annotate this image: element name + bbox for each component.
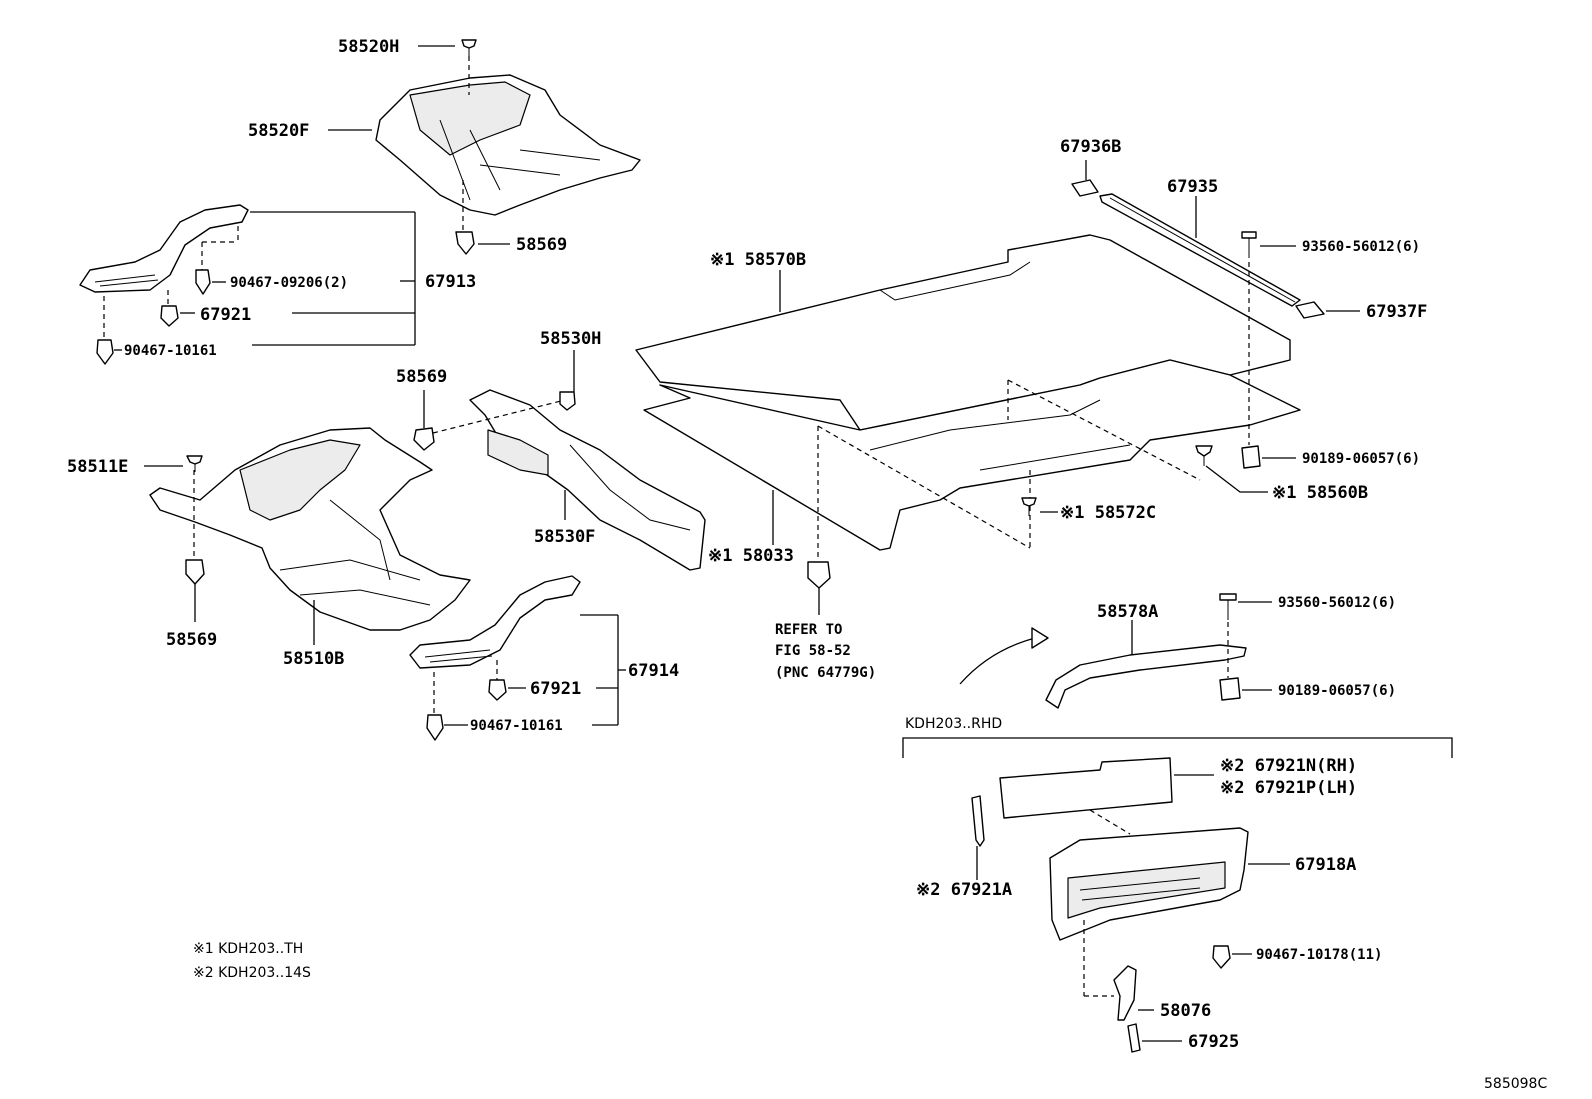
label-67921-low: 67921 xyxy=(530,679,581,699)
label-93560-top: 93560-56012(6) xyxy=(1302,239,1420,255)
label-90467-10161-low: 90467-10161 xyxy=(470,718,563,734)
label-90467-10161-top: 90467-10161 xyxy=(124,343,217,359)
bolt-93560-top-icon[interactable] xyxy=(1241,231,1257,258)
label-67935: 67935 xyxy=(1167,177,1218,197)
label-67918A: 67918A xyxy=(1295,855,1356,875)
label-67921A: ※2 67921A xyxy=(916,880,1012,900)
refer-line-1: REFER TO xyxy=(775,622,842,638)
diagram-code: 585098C xyxy=(1484,1076,1547,1092)
label-58530F: 58530F xyxy=(534,527,595,547)
label-58530H: 58530H xyxy=(540,329,601,349)
part-67913-shape[interactable] xyxy=(79,204,249,293)
clip-58569-top-icon[interactable] xyxy=(455,231,475,255)
clip-90467-10161-top-icon[interactable] xyxy=(96,339,114,365)
part-58076-shape[interactable] xyxy=(1113,965,1137,1021)
part-67918A-shape[interactable] xyxy=(1049,827,1249,941)
label-90189-mid: 90189-06057(6) xyxy=(1278,683,1396,699)
label-58569-top: 58569 xyxy=(516,235,567,255)
part-58520F-shape[interactable] xyxy=(375,74,641,216)
clip-67921-low-icon[interactable] xyxy=(488,679,507,701)
label-58570B: ※1 58570B xyxy=(710,250,806,270)
label-67914: 67914 xyxy=(628,661,679,681)
clip-90467-10178-icon[interactable] xyxy=(1212,945,1231,969)
label-58572C: ※1 58572C xyxy=(1060,503,1156,523)
label-58511E: 58511E xyxy=(67,457,128,477)
clip-58572C-icon[interactable] xyxy=(1021,497,1037,516)
refer-line-2: FIG 58-52 xyxy=(775,643,851,659)
label-93560-mid: 93560-56012(6) xyxy=(1278,595,1396,611)
part-67936B-shape[interactable] xyxy=(1071,179,1099,197)
direction-arrow xyxy=(959,637,1036,685)
label-58076: 58076 xyxy=(1160,1001,1211,1021)
clip-refer-icon[interactable] xyxy=(807,561,831,589)
label-58560B: ※1 58560B xyxy=(1272,483,1368,503)
label-58569-low: 58569 xyxy=(166,630,217,650)
clip-58560B-icon[interactable] xyxy=(1195,445,1213,466)
label-67925: 67925 xyxy=(1188,1032,1239,1052)
label-kdh-rhd: KDH203..RHD xyxy=(905,716,1002,732)
bolt-93560-mid-icon[interactable] xyxy=(1219,593,1237,620)
clip-58520H-icon[interactable] xyxy=(461,39,477,56)
direction-arrow-head xyxy=(1031,627,1049,649)
part-58578A-shape[interactable] xyxy=(1045,644,1247,709)
label-58569-mid: 58569 xyxy=(396,367,447,387)
label-58520H: 58520H xyxy=(338,37,399,57)
note-1: ※1 KDH203..TH xyxy=(193,941,303,957)
label-67937F: 67937F xyxy=(1366,302,1427,322)
label-58033: ※1 58033 xyxy=(708,546,794,566)
label-90189-top: 90189-06057(6) xyxy=(1302,451,1420,467)
label-58510B: 58510B xyxy=(283,649,344,669)
part-67921N-shape[interactable] xyxy=(999,757,1173,819)
clip-67921-top-icon[interactable] xyxy=(160,305,179,327)
label-67921-top: 67921 xyxy=(200,305,251,325)
label-67921P: ※2 67921P(LH) xyxy=(1220,778,1357,798)
section-bracket xyxy=(902,737,1453,758)
part-67935-shape[interactable] xyxy=(1099,193,1301,307)
label-67913: 67913 xyxy=(425,272,476,292)
part-67914-shape[interactable] xyxy=(409,575,581,669)
clip-90467-10161-low-icon[interactable] xyxy=(426,714,444,741)
clip-58530H-icon[interactable] xyxy=(559,391,576,411)
label-90467-10178: 90467-10178(11) xyxy=(1256,947,1382,963)
clip-58569-mid-icon[interactable] xyxy=(413,427,435,451)
refer-line-3: (PNC 64779G) xyxy=(775,665,876,681)
clip-58569-low-icon[interactable] xyxy=(185,559,205,585)
label-67936B: 67936B xyxy=(1060,137,1121,157)
part-58510B-shape[interactable] xyxy=(149,427,471,631)
clip-58511E-icon[interactable] xyxy=(186,455,203,472)
note-2: ※2 KDH203..14S xyxy=(193,965,311,981)
part-67921A-shape[interactable] xyxy=(971,795,985,847)
part-58033-shape[interactable] xyxy=(643,359,1301,551)
part-67937F-shape[interactable] xyxy=(1295,301,1325,319)
part-58530F-shape[interactable] xyxy=(469,389,706,571)
nut-90189-mid-icon[interactable] xyxy=(1219,677,1241,701)
label-58578A: 58578A xyxy=(1097,602,1158,622)
label-90467-09206: 90467-09206(2) xyxy=(230,275,348,291)
label-58520F: 58520F xyxy=(248,121,309,141)
part-58570B-shape[interactable] xyxy=(635,234,1291,431)
clip-90467-09206-icon[interactable] xyxy=(195,269,211,295)
label-67921N: ※2 67921N(RH) xyxy=(1220,756,1357,776)
part-67925-shape[interactable] xyxy=(1127,1023,1141,1053)
nut-90189-top-icon[interactable] xyxy=(1241,445,1261,469)
